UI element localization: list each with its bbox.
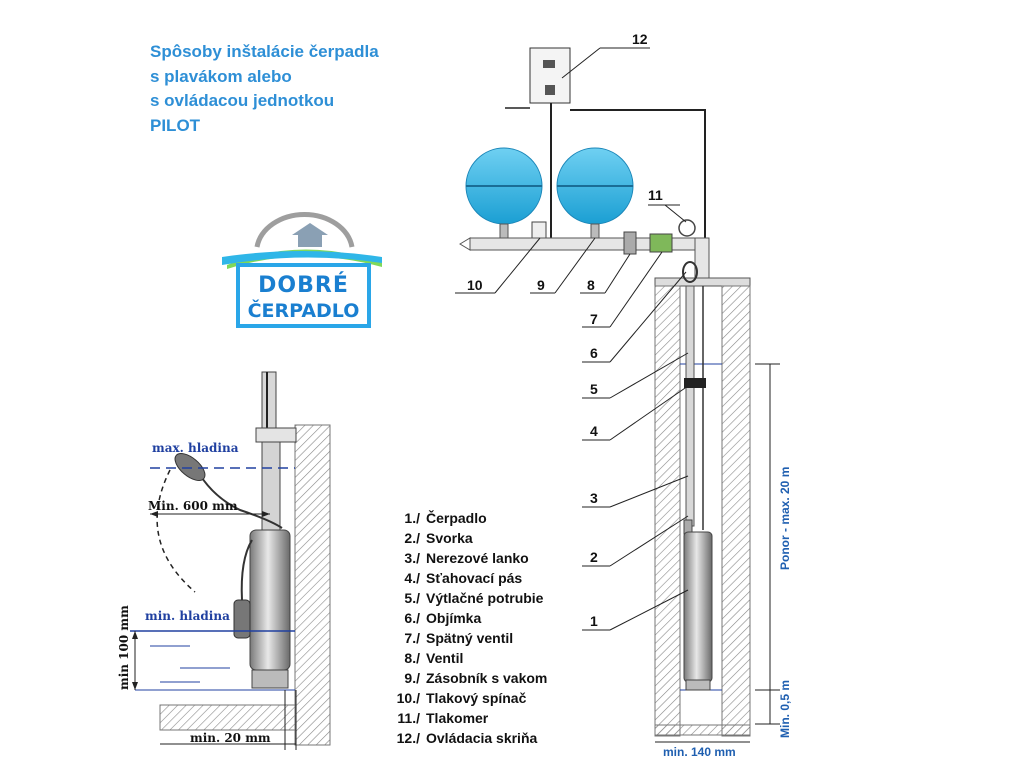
- callout-9: 9: [537, 277, 545, 293]
- callout-6: 6: [590, 345, 598, 361]
- legend-item: 11./Tlakomer: [397, 710, 489, 726]
- legend-item: 5./Výtlačné potrubie: [404, 590, 544, 606]
- ponor-label: Ponor - max. 20 m: [778, 467, 792, 570]
- legend-item: 1./Čerpadlo: [404, 510, 487, 526]
- callout-3: 3: [590, 490, 598, 506]
- logo: DOBRÉ ČERPADLO: [222, 205, 382, 333]
- min-05-label: Min. 0,5 m: [778, 680, 792, 738]
- min-20-label: min. 20 mm: [190, 731, 271, 745]
- legend-item: 2./Svorka: [404, 530, 473, 546]
- right-installation: [455, 47, 780, 743]
- callout-10: 10: [467, 277, 483, 293]
- legend-item: 6./Objímka: [404, 610, 482, 626]
- callout-4: 4: [590, 423, 598, 439]
- callout-11: 11: [648, 187, 663, 203]
- legend-item: 12./Ovládacia skriňa: [396, 730, 538, 746]
- legend-item: 8./Ventil: [404, 650, 464, 666]
- logo-text: DOBRÉ: [258, 273, 349, 298]
- min-100-label: min 100 mm: [117, 605, 131, 690]
- legend-item: 4./Sťahovací pás: [404, 570, 523, 586]
- callout-2: 2: [590, 549, 598, 565]
- callout-8: 8: [587, 277, 595, 293]
- min-600-label: Min. 600 mm: [148, 499, 238, 513]
- callout-12: 12: [632, 31, 648, 47]
- min-140-label: min. 140 mm: [663, 745, 736, 759]
- callout-5: 5: [590, 381, 598, 397]
- callout-7: 7: [590, 311, 598, 327]
- min-level-label: min. hladina: [145, 609, 230, 623]
- legend-item: 3./Nerezové lanko: [404, 550, 529, 566]
- title-line: s plavákom alebo: [150, 66, 292, 86]
- logo-house-graphic: [222, 211, 382, 269]
- title-line: Spôsoby inštalácie čerpadla: [150, 42, 379, 61]
- legend-item: 7./Spätný ventil: [404, 630, 514, 646]
- left-installation: [130, 371, 331, 750]
- logo-box: DOBRÉ ČERPADLO: [236, 263, 371, 328]
- page-title: Spôsoby inštalácie čerpadla s plavákom a…: [150, 40, 379, 138]
- logo-text: ČERPADLO: [247, 300, 360, 322]
- legend-item: 9./Zásobník s vakom: [404, 670, 548, 686]
- legend: 1./Čerpadlo 2./Svorka 3./Nerezové lanko …: [380, 508, 548, 748]
- max-level-label: max. hladina: [152, 441, 239, 455]
- legend-item: 10./Tlakový spínač: [396, 690, 527, 706]
- callout-1: 1: [590, 613, 598, 629]
- title-line: PILOT: [150, 115, 201, 135]
- title-line: s ovládacou jednotkou: [150, 91, 335, 110]
